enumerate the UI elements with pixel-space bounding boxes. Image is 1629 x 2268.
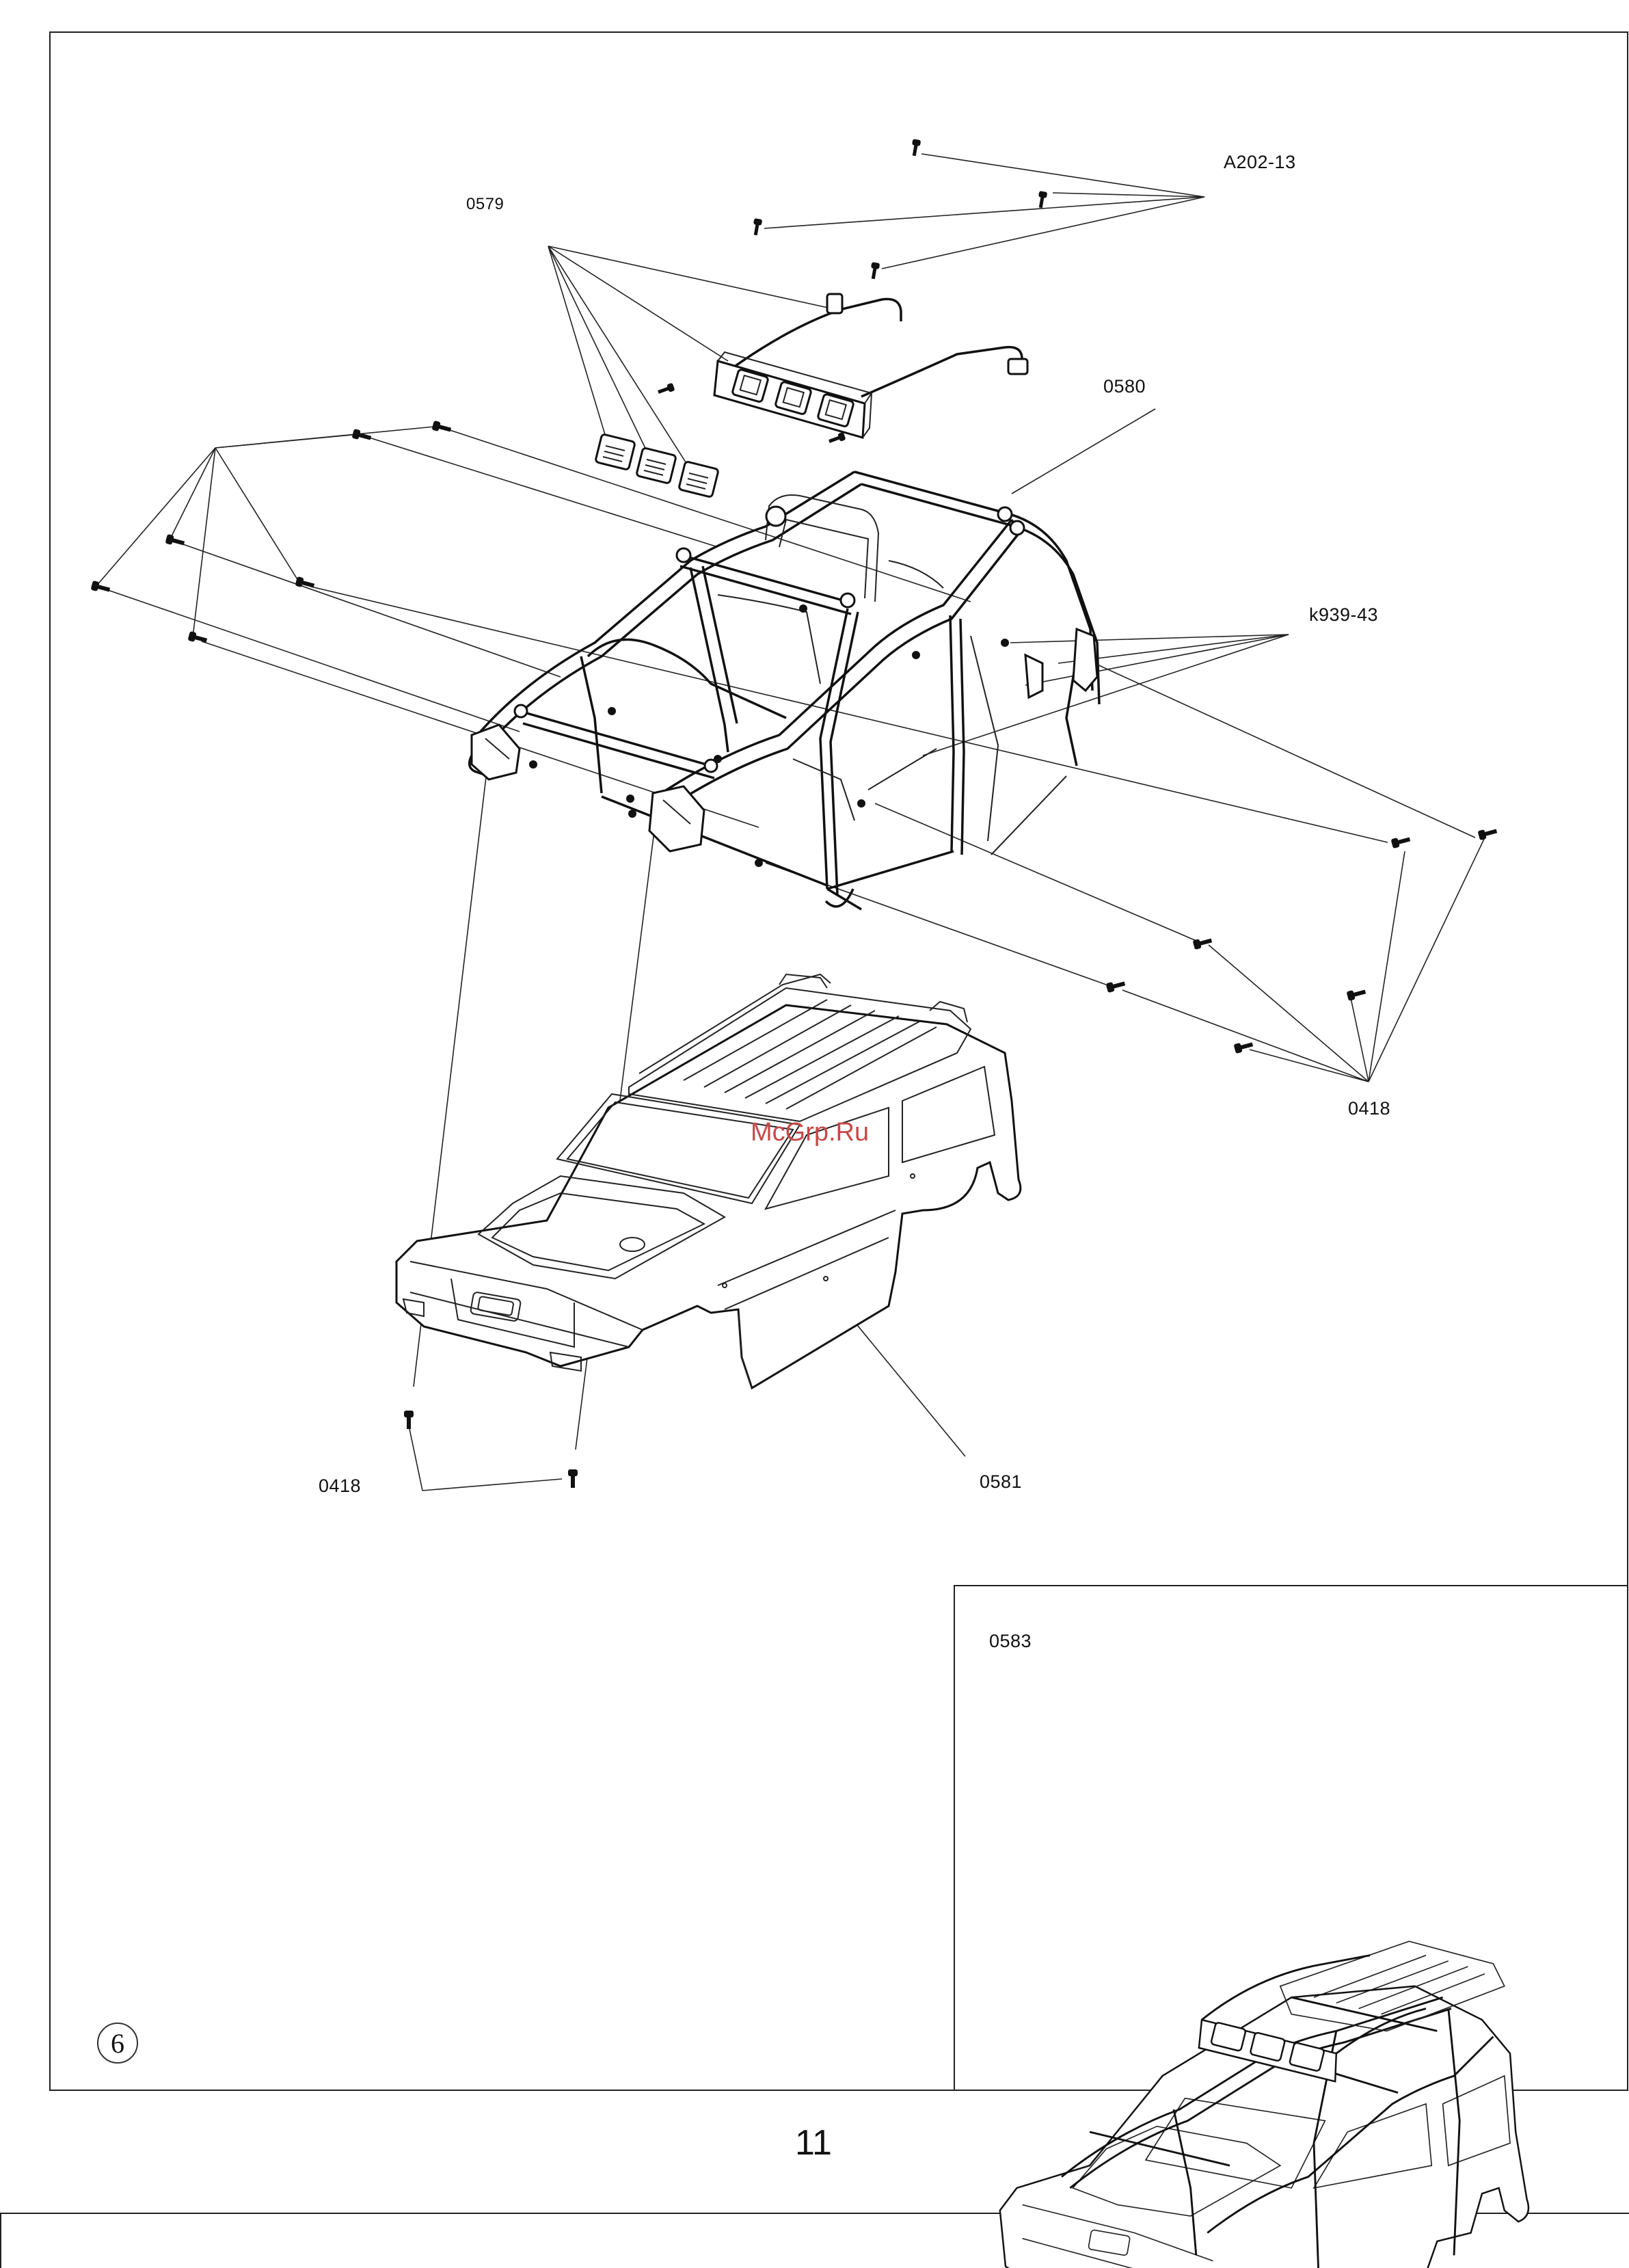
watermark: McGrp.Ru [751,1118,869,1147]
label-0583: 0583 [989,1631,1032,1652]
leader-lines-0418-lower [409,1426,562,1491]
body-shell-0581 [396,974,1021,1388]
light-lenses [595,434,719,498]
leader-lines-0418-upper-left [96,427,434,637]
label-k939-43: k939-43 [1309,604,1378,626]
roll-cage-0580 [470,472,1099,909]
step-number-badge: 6 [97,2023,138,2064]
light-bar-assembly [595,294,1027,497]
label-0581: 0581 [980,1471,1022,1493]
label-0418-right: 0418 [1348,1098,1390,1119]
leader-lines-0418-right [1122,838,1485,1082]
label-0418-left: 0418 [319,1476,361,1497]
page-number: 11 [759,2122,868,2163]
screw-axis-lines [106,429,1475,985]
label-0580: 0580 [1103,376,1146,397]
label-a202-13: A202-13 [1224,152,1296,173]
leader-lines-0579 [548,246,834,472]
leader-lines-a202-13 [764,154,1204,269]
assembled-view-0583 [1000,1941,1529,2268]
label-0579: 0579 [466,195,504,214]
leader-line-0580 [1012,409,1155,494]
leader-lines-k939-43 [923,635,1289,756]
